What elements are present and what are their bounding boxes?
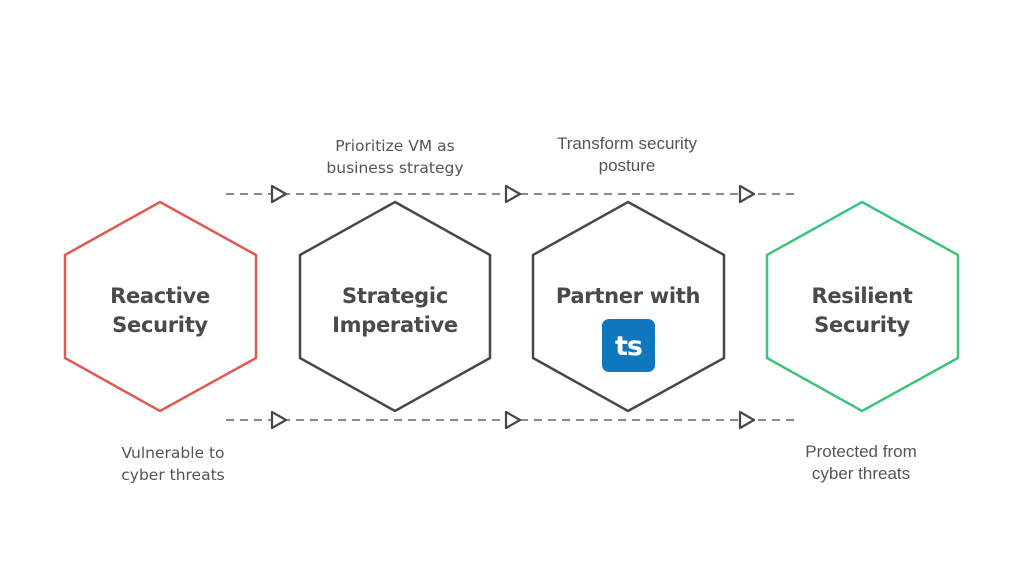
triangle-arrow-icon (738, 410, 756, 430)
stage-strategic-imperative: Strategic Imperative (298, 200, 492, 413)
bottom-caption-protected: Protected from cyber threats (805, 442, 917, 483)
bottom-connector (226, 410, 800, 430)
logo-text: ts (615, 331, 642, 362)
caption-line1: Protected from (805, 442, 917, 461)
ts-logo-icon: ts (602, 319, 655, 372)
stage-title-line2: Security (112, 313, 208, 337)
caption-line1: Prioritize VM as (335, 137, 454, 155)
caption-line1: Vulnerable to (121, 444, 224, 462)
stage-title-line2: Security (814, 313, 910, 337)
triangle-arrow-icon (504, 410, 522, 430)
triangle-arrow-icon (504, 184, 522, 204)
hexagon-strategic (298, 200, 492, 413)
caption-line2: cyber threats (812, 464, 910, 483)
stage-title-line1: Strategic (342, 284, 448, 308)
top-caption-prioritize: Prioritize VM as business strategy (326, 137, 463, 177)
hexagon-reactive (63, 200, 258, 413)
stage-reactive-security: Reactive Security (63, 200, 258, 413)
bottom-caption-vulnerable: Vulnerable to cyber threats (121, 444, 225, 484)
caption-line2: cyber threats (121, 466, 225, 484)
caption-line2: business strategy (326, 159, 463, 177)
logo-background (602, 319, 655, 372)
caption-line1: Transform security (557, 134, 698, 153)
caption-line2: posture (599, 156, 656, 175)
triangle-arrow-icon (270, 184, 288, 204)
stage-title-line1: Resilient (811, 284, 912, 308)
stage-title-line1: Partner with (556, 284, 700, 308)
stage-partner: Partner with ts (531, 200, 726, 413)
triangle-arrow-icon (738, 184, 756, 204)
hexagon-resilient (765, 200, 960, 413)
top-connector (226, 184, 800, 204)
top-caption-transform: Transform security posture (557, 134, 698, 175)
stage-title-line1: Reactive (110, 284, 210, 308)
stage-resilient-security: Resilient Security (765, 200, 960, 413)
hexagon-partner (531, 200, 726, 413)
stage-title-line2: Imperative (332, 313, 458, 337)
triangle-arrow-icon (270, 410, 288, 430)
